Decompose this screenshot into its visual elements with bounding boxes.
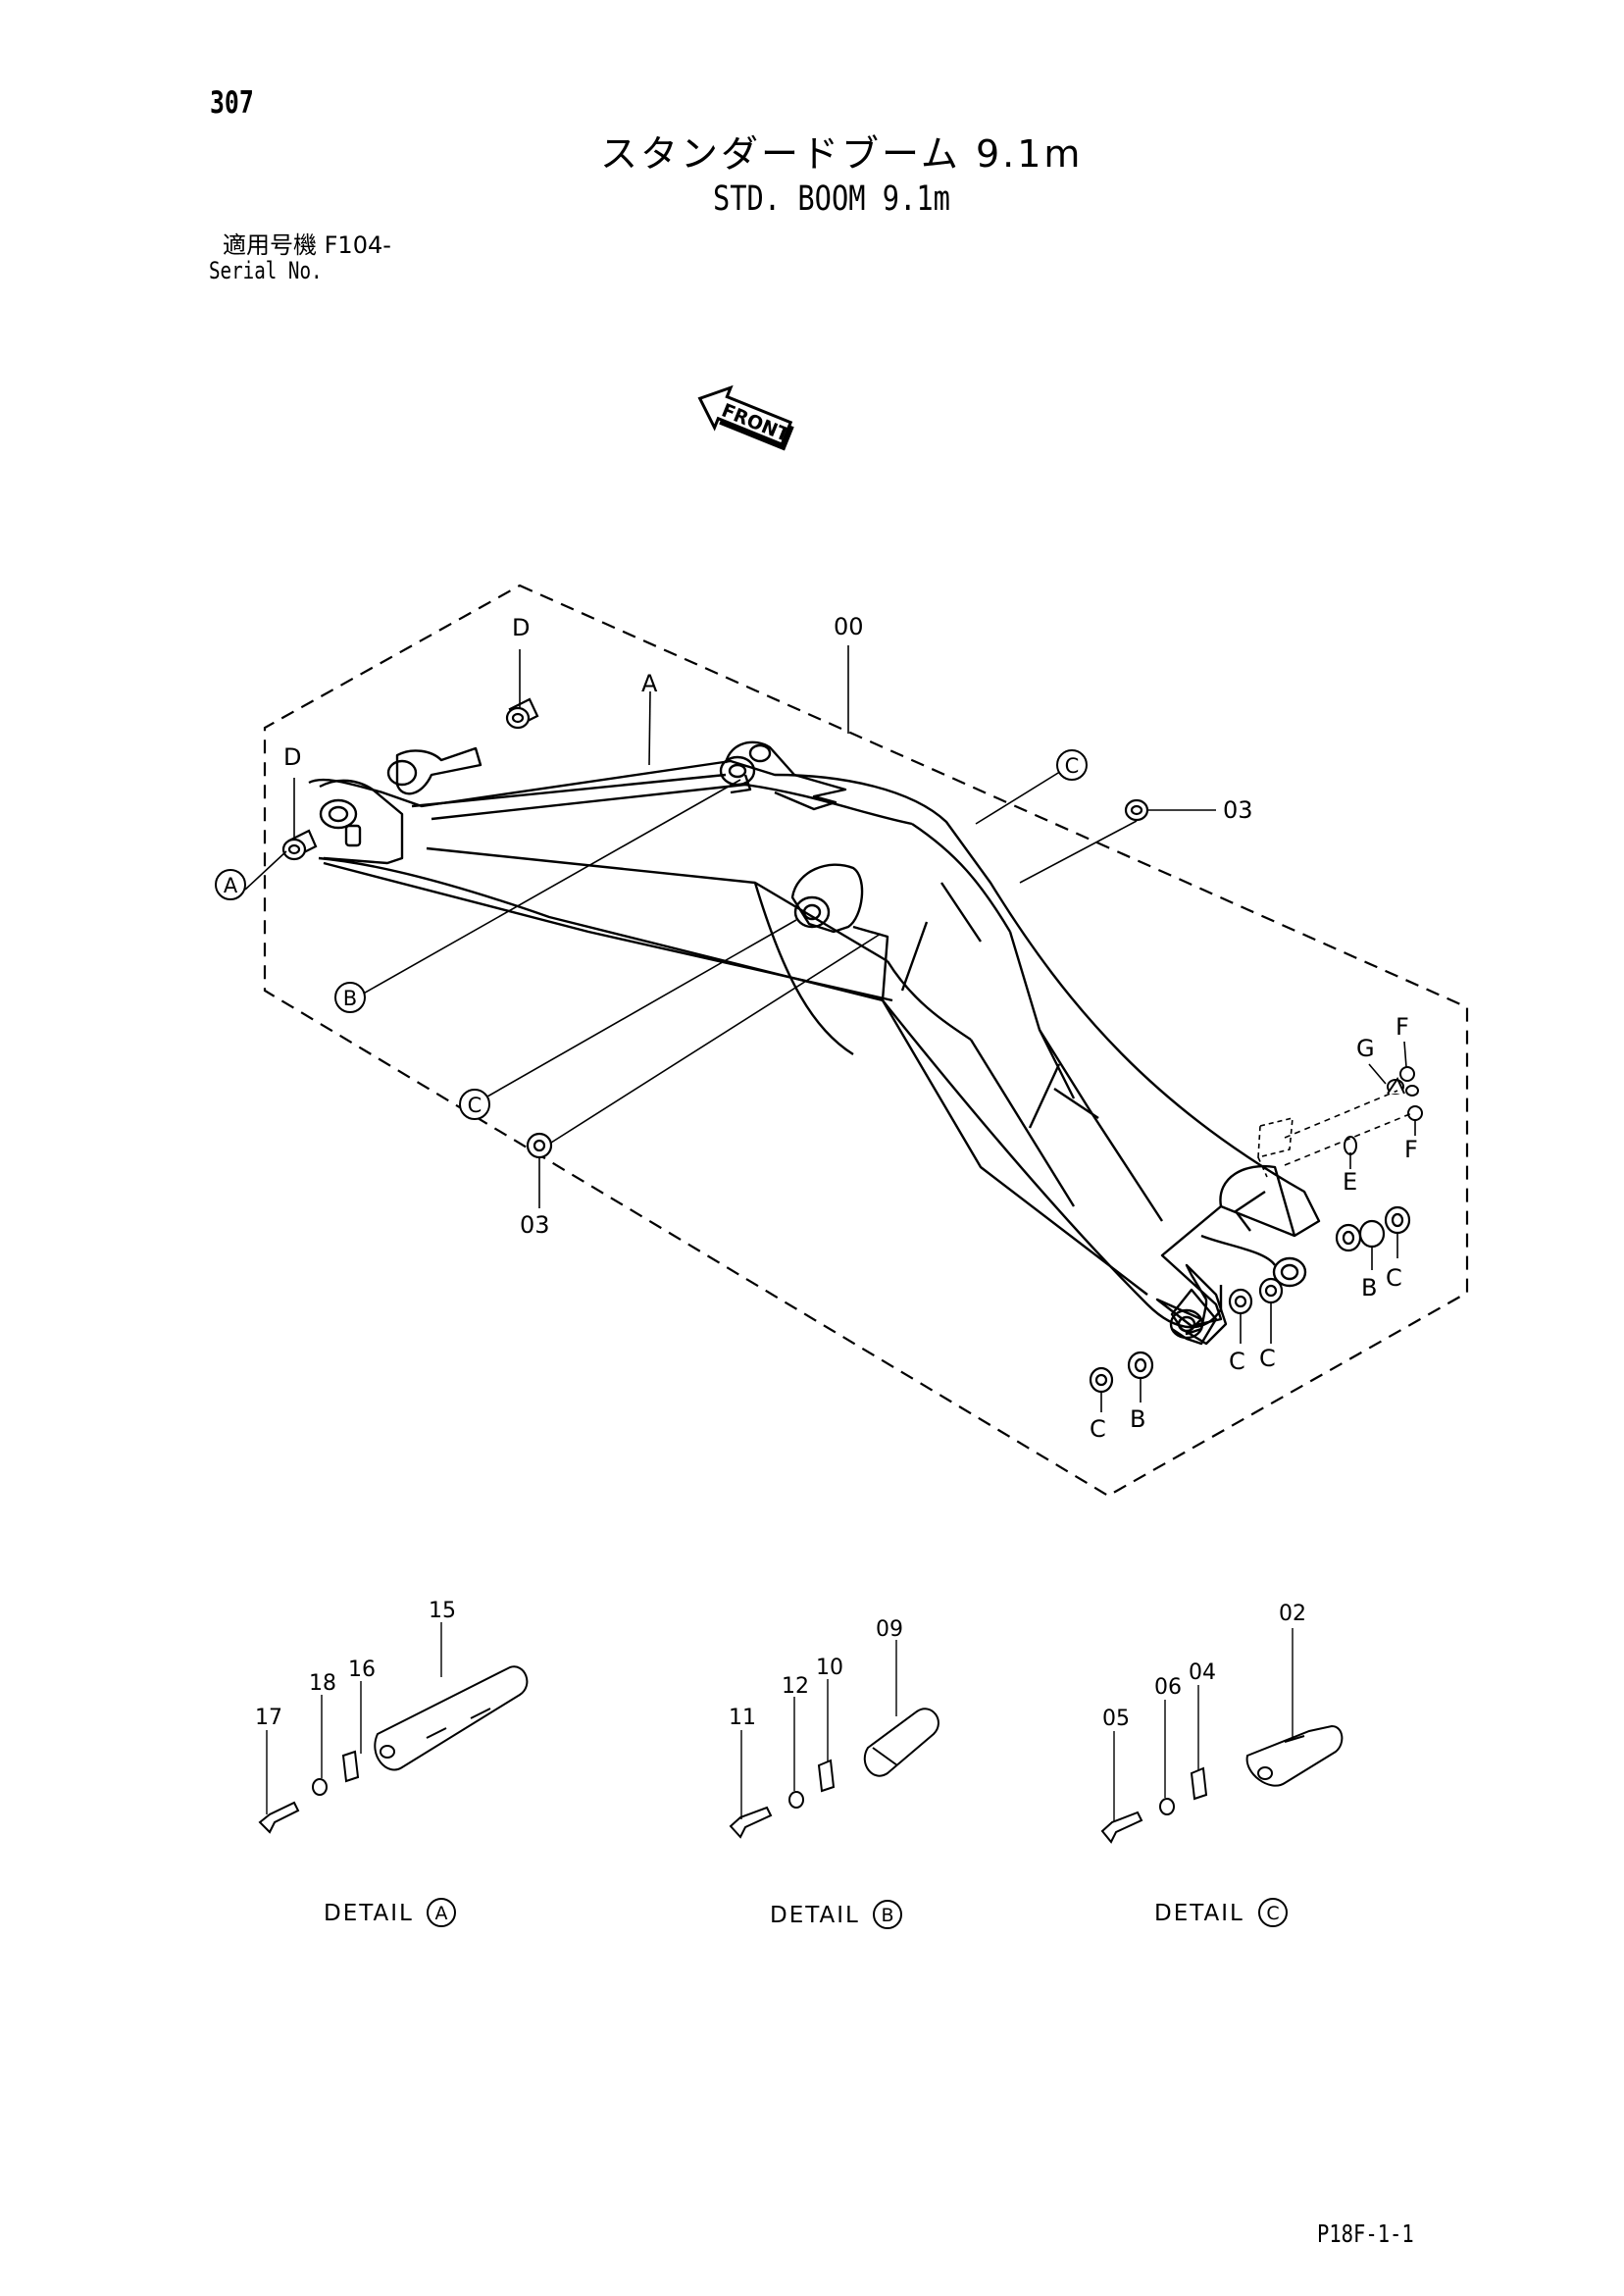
page-number: 307	[210, 85, 254, 121]
callout-e: E	[1343, 1168, 1357, 1196]
detail-c-ref-badge-upper: C	[1056, 749, 1088, 781]
callout-c-mid1: C	[1229, 1348, 1245, 1375]
detail-a-labels: 15 16 18 17 DETAIL A	[255, 1599, 456, 1927]
bolt-11-shape	[729, 1806, 773, 1839]
bushing-d-top	[505, 697, 539, 730]
assembly-boundary	[263, 584, 1469, 1498]
detail-c-ref-badge-lower: C	[459, 1089, 490, 1120]
plate-10-shape	[817, 1759, 836, 1793]
detail-b-caption: DETAIL	[770, 1903, 860, 1928]
callout-f-bottom: F	[1404, 1136, 1418, 1163]
boom-body	[308, 740, 1321, 1346]
detail-c-bolt-number: 05	[1102, 1707, 1130, 1731]
pin-15-shape	[374, 1665, 529, 1771]
detail-a-washer-number: 18	[309, 1671, 336, 1696]
callout-c-bottom: C	[1090, 1415, 1106, 1443]
svg-text:C: C	[1065, 754, 1080, 778]
detail-a-pin-number: 15	[429, 1599, 456, 1623]
fastener-group-efg	[1344, 1066, 1423, 1155]
detail-a-plate-number: 16	[348, 1658, 376, 1682]
detail-b-caption-ref: B	[881, 1905, 893, 1926]
detail-c-labels: 02 04 06 05 DETAIL C	[1102, 1602, 1306, 1927]
pin-09-shape	[863, 1708, 939, 1777]
main-callouts: 00 A D D 03 03 G F F E B C C C C B	[283, 613, 1418, 1443]
svg-text:A: A	[224, 874, 238, 897]
callout-boom: 00	[834, 613, 864, 640]
detail-c-caption: DETAIL	[1154, 1901, 1244, 1926]
bolt-05-shape	[1100, 1811, 1143, 1844]
washer-06-shape	[1159, 1798, 1175, 1815]
washer-12-shape	[788, 1791, 804, 1809]
callout-b-bottom: B	[1130, 1405, 1145, 1433]
detail-c-washer-number: 06	[1154, 1675, 1182, 1700]
front-arrow-icon: FRONT	[697, 384, 794, 451]
callout-b-right: B	[1361, 1274, 1377, 1301]
detail-b-bolt-number: 11	[729, 1706, 756, 1730]
detail-b	[729, 1640, 939, 1839]
detail-c	[1100, 1628, 1344, 1844]
detail-b-labels: 09 10 12 11 DETAIL B	[729, 1617, 903, 1929]
serial-label-japanese: 適用号機 F104-	[223, 231, 391, 259]
detail-a-caption-ref: A	[435, 1903, 448, 1924]
detail-a	[258, 1622, 529, 1834]
detail-b-washer-number: 12	[782, 1674, 809, 1699]
drawing-code: P18F-1-1	[1317, 2219, 1414, 2248]
callout-pin-d-top: D	[512, 614, 530, 641]
detail-a-ref-badge: A	[215, 869, 246, 900]
bushing-03-right	[1124, 798, 1149, 822]
bushing-03-left	[526, 1132, 553, 1159]
detail-b-pin-number: 09	[876, 1617, 903, 1642]
title-english: STD. BOOM 9.1m	[713, 179, 950, 219]
bushing-d-left	[281, 829, 318, 861]
callout-bushing-03-left: 03	[520, 1211, 550, 1239]
washer-18-shape	[312, 1778, 328, 1796]
detail-c-plate-number: 04	[1189, 1660, 1216, 1685]
detail-c-caption-ref: C	[1266, 1903, 1279, 1924]
detail-c-pin-number: 02	[1279, 1602, 1306, 1626]
detail-a-bolt-number: 17	[255, 1706, 282, 1730]
callout-boom-upper: A	[641, 670, 658, 697]
callout-f-top: F	[1396, 1013, 1409, 1041]
plate-16-shape	[341, 1750, 360, 1783]
callout-pin-d-left: D	[283, 743, 301, 771]
callout-bushing-03-right: 03	[1223, 796, 1253, 824]
detail-a-caption: DETAIL	[324, 1901, 414, 1926]
svg-text:B: B	[343, 987, 357, 1010]
callout-g: G	[1356, 1035, 1375, 1062]
callout-c-mid2: C	[1259, 1345, 1276, 1372]
callout-c-right: C	[1386, 1264, 1402, 1292]
detail-b-ref-badge: B	[334, 982, 366, 1013]
title-japanese: スタンダードブーム 9.1m	[600, 132, 1084, 176]
serial-label-english: Serial No.	[209, 257, 323, 284]
svg-text:C: C	[468, 1094, 482, 1117]
bolt-17-shape	[258, 1801, 300, 1834]
plate-04-shape	[1190, 1766, 1208, 1801]
detail-b-plate-number: 10	[816, 1656, 843, 1680]
leader-lines	[244, 645, 1416, 1412]
